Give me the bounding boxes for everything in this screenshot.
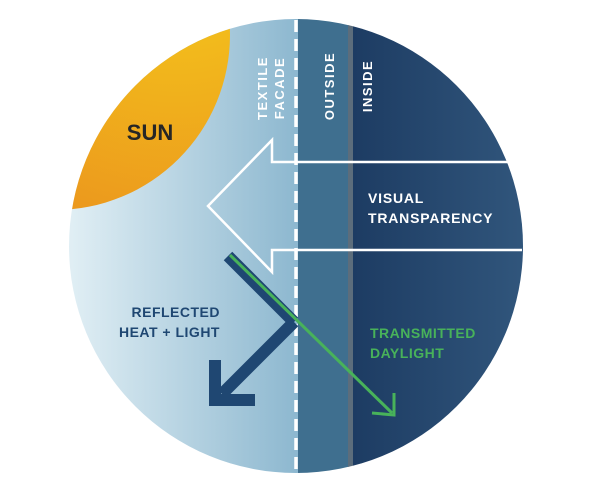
- textile-facade-line-2: FACADE: [272, 57, 287, 119]
- visual-transparency-line-1: VISUAL: [368, 190, 424, 206]
- reflected-label-line-2: HEAT + LIGHT: [119, 324, 220, 340]
- visual-transparency-line-2: TRANSPARENCY: [368, 210, 493, 226]
- outside-label: OUTSIDE: [322, 52, 337, 120]
- transmitted-label-line-2: DAYLIGHT: [370, 345, 444, 361]
- sun-label: SUN: [127, 120, 173, 145]
- reflected-arrow: [209, 251, 299, 406]
- outside-band: [298, 19, 350, 473]
- reflected-label-line-1: REFLECTED: [132, 304, 221, 320]
- visual-transparency-arrow: [206, 136, 522, 276]
- glass-divider: [348, 19, 353, 473]
- sun-shape: [69, 19, 230, 210]
- inside-label: INSIDE: [360, 60, 375, 112]
- transmitted-arrow: [228, 253, 396, 417]
- textile-facade-line-1: TEXTILE: [255, 56, 270, 120]
- textile-facade-label: TEXTILE FACADE: [255, 56, 287, 120]
- transmitted-label-line-1: TRANSMITTED: [370, 325, 476, 341]
